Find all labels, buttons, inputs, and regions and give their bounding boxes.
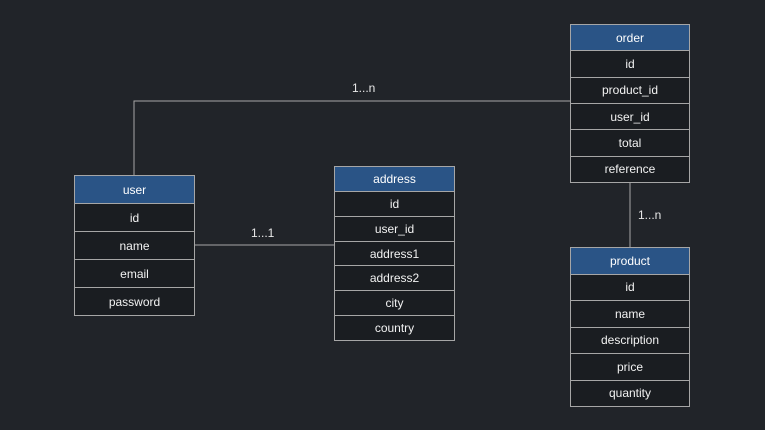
table-row[interactable]: user_id	[335, 215, 454, 241]
table-row[interactable]: id	[335, 190, 454, 216]
table-address-header[interactable]: address	[335, 167, 454, 191]
table-row[interactable]: country	[335, 315, 454, 340]
table-user[interactable]: user id name email password	[74, 175, 195, 316]
table-product-header[interactable]: product	[571, 248, 689, 274]
table-row[interactable]: reference	[571, 155, 689, 182]
table-row[interactable]: quantity	[571, 379, 689, 407]
table-row[interactable]: id	[75, 203, 194, 231]
table-row[interactable]: user_id	[571, 102, 689, 129]
table-order-header[interactable]: order	[571, 25, 689, 51]
edge-label-user-order[interactable]: 1...n	[352, 81, 376, 95]
table-row[interactable]: address1	[335, 240, 454, 266]
table-product[interactable]: product id name description price quanti…	[570, 247, 690, 407]
table-user-header[interactable]: user	[75, 176, 194, 203]
table-row[interactable]: id	[571, 50, 689, 76]
table-row[interactable]: price	[571, 353, 689, 380]
table-row[interactable]: total	[571, 129, 689, 155]
table-row[interactable]: name	[75, 231, 194, 259]
table-row[interactable]: product_id	[571, 76, 689, 103]
table-row[interactable]: email	[75, 259, 194, 287]
table-order[interactable]: order id product_id user_id total refere…	[570, 24, 690, 183]
edge-label-order-product[interactable]: 1...n	[638, 208, 662, 222]
table-row[interactable]: name	[571, 300, 689, 327]
table-row[interactable]: id	[571, 273, 689, 301]
table-row[interactable]: description	[571, 326, 689, 354]
table-row[interactable]: address2	[335, 265, 454, 290]
table-row[interactable]: city	[335, 290, 454, 315]
edge-user-order[interactable]	[133, 100, 570, 175]
table-address[interactable]: address id user_id address1 address2 cit…	[334, 166, 455, 341]
table-row[interactable]: password	[75, 287, 194, 315]
edge-label-user-address[interactable]: 1...1	[251, 226, 275, 240]
